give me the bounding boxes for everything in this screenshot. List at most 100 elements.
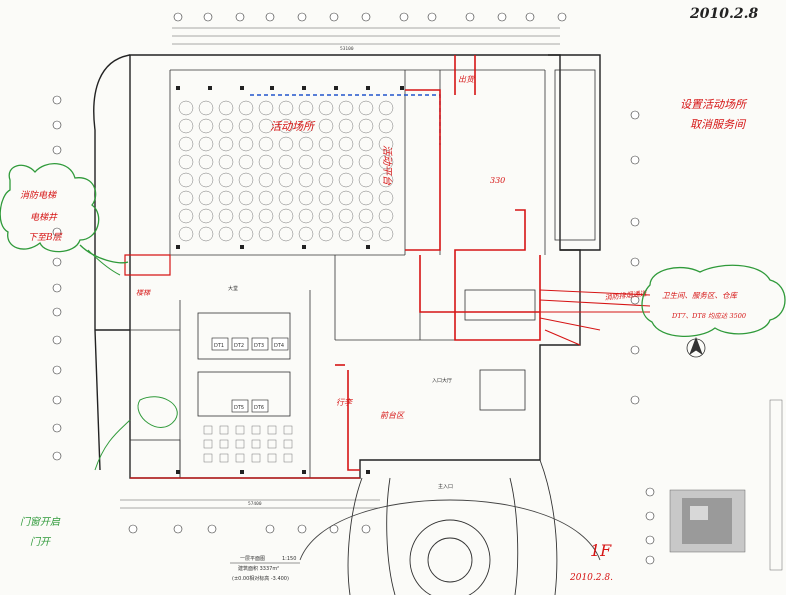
lobby-table [219,439,229,449]
elevator-dt1: DT1 [214,343,224,349]
banquet-table [178,208,194,224]
banquet-table [358,100,374,116]
banquet-table [378,190,394,206]
banquet-table [258,172,274,188]
banquet-table [338,118,354,134]
banquet-table [258,118,274,134]
lobby-table [235,453,245,463]
banquet-table [218,190,234,206]
lobby-table [235,439,245,449]
green-cloud-left [0,163,129,264]
green-landscape-marks [87,249,178,471]
banquet-table [318,100,334,116]
banquet-table [218,172,234,188]
banquet-table [378,208,394,224]
right-grid-axis [630,110,655,565]
banquet-table [238,226,254,242]
banquet-table [298,118,314,134]
entrance-hall-label: 入口大厅 [432,377,452,384]
red-front-desk: 前台区 [380,411,405,420]
banquet-table [378,118,394,134]
banquet-table [218,118,234,134]
red-330-label: 330 [490,176,505,185]
banquet-table [258,208,274,224]
banquet-table [278,226,294,242]
lobby-table [283,425,293,435]
lobby-table [267,453,277,463]
banquet-table [298,100,314,116]
elevator-dt6: DT6 [254,405,264,411]
banquet-table [338,190,354,206]
banquet-table [338,226,354,242]
red-stair: 楼梯 [136,289,151,297]
banquet-table [358,118,374,134]
banquet-table [218,208,234,224]
banquet-table [218,100,234,116]
lobby-table [203,425,213,435]
green-cloud-left-line2: 电梯井 [30,212,58,223]
banquet-table [238,190,254,206]
lobby-label: 大堂 [228,285,238,292]
banquet-table [238,118,254,134]
banquet-table [378,172,394,188]
title-strip [769,399,783,571]
lobby-table [203,453,213,463]
banquet-table [278,172,294,188]
banquet-table [378,136,394,152]
elevator-dt3: DT3 [254,343,264,349]
banquet-table [218,136,234,152]
banquet-table [318,226,334,242]
lobby-table [267,439,277,449]
left-grid-axis [52,95,62,461]
banquet-table [238,208,254,224]
banquet-table [238,100,254,116]
banquet-table [198,172,214,188]
banquet-table [318,208,334,224]
banquet-table [198,208,214,224]
banquet-table [218,154,234,170]
drawing-title: 一层平面图 [240,556,265,562]
red-note-top-right-2: 取消服务间 [690,118,747,131]
banquet-table [358,226,374,242]
banquet-table [258,136,274,152]
banquet-table [358,154,374,170]
drawing-scale: 1:150 [282,556,296,562]
banquet-table [318,118,334,134]
banquet-table [278,118,294,134]
banquet-table [378,100,394,116]
key-plan-thumbnail [669,489,746,553]
banquet-table [218,226,234,242]
banquet-table [258,154,274,170]
banquet-table [198,100,214,116]
elevator-blocks [211,337,289,413]
bottom-grid-axis [128,524,371,534]
lobby-table [219,453,229,463]
banquet-table [278,190,294,206]
banquet-table [278,208,294,224]
green-cloud-left-line3: 下至B层 [28,232,63,243]
green-bottom-left-line2: 门开 [30,536,52,548]
banquet-table [238,172,254,188]
green-cloud-right [641,264,786,338]
banquet-table [298,190,314,206]
banquet-table [298,208,314,224]
dimension-top: 53100 [340,46,354,52]
banquet-table [358,136,374,152]
drawing-date-bottom: 2010.2.8. [569,573,613,583]
banquet-table [278,100,294,116]
banquet-table [178,190,194,206]
top-grid-axis [173,12,567,22]
lobby-table [267,425,277,435]
banquet-table [338,100,354,116]
drawing-area: 建筑面积 3337m² [238,565,279,572]
green-cloud-left-line1: 消防电梯 [20,190,57,201]
banquet-table [318,172,334,188]
banquet-table [198,226,214,242]
header-date: 2010.2.8 [689,6,758,22]
banquet-table [318,154,334,170]
banquet-table [298,172,314,188]
banquet-table [198,154,214,170]
lobby-table [203,439,213,449]
